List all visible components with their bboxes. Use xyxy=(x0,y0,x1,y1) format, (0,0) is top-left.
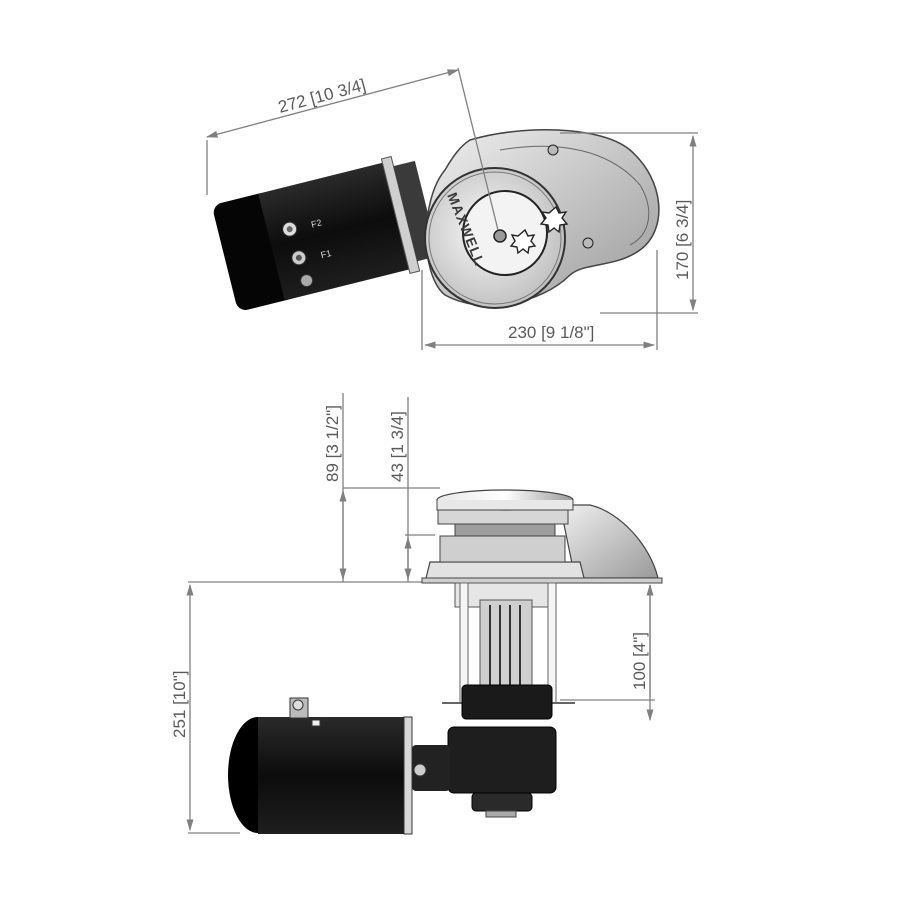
top-view: F2 F1 MAXWELL 272 [10 3/4] 170 [6 3/4] xyxy=(205,67,698,350)
studs-and-shaft xyxy=(442,582,575,704)
gypsy-lower xyxy=(439,535,566,563)
star-knob-icon xyxy=(509,205,569,255)
dim-overall-length: 272 [10 3/4] xyxy=(276,75,368,117)
dim-width: 230 [9 1/8"] xyxy=(508,323,594,342)
dim-gypsy-height: 43 [1 3/4] xyxy=(388,411,407,482)
drive-gear xyxy=(461,684,553,720)
dim-above-deck-height: 89 [3 1/2"] xyxy=(323,405,342,482)
terminal-studs xyxy=(282,221,314,288)
dim-shaft-length: 100 [4"] xyxy=(630,632,649,690)
motor-side-view xyxy=(228,697,427,835)
side-view: 89 [3 1/2"] 43 [1 3/4] 251 [10"] 100 [4"… xyxy=(170,393,663,835)
terminal-label-f2: F2 xyxy=(310,217,323,229)
terminal-label-f1: F1 xyxy=(320,248,333,260)
dim-depth: 170 [6 3/4] xyxy=(673,200,692,280)
housing-bolt xyxy=(547,144,559,156)
motor-top-view: F2 F1 xyxy=(213,155,439,310)
housing-bolt xyxy=(582,237,594,249)
gearbox xyxy=(447,726,557,794)
dim-below-deck-total: 251 [10"] xyxy=(170,671,189,738)
center-bolt xyxy=(493,229,507,243)
